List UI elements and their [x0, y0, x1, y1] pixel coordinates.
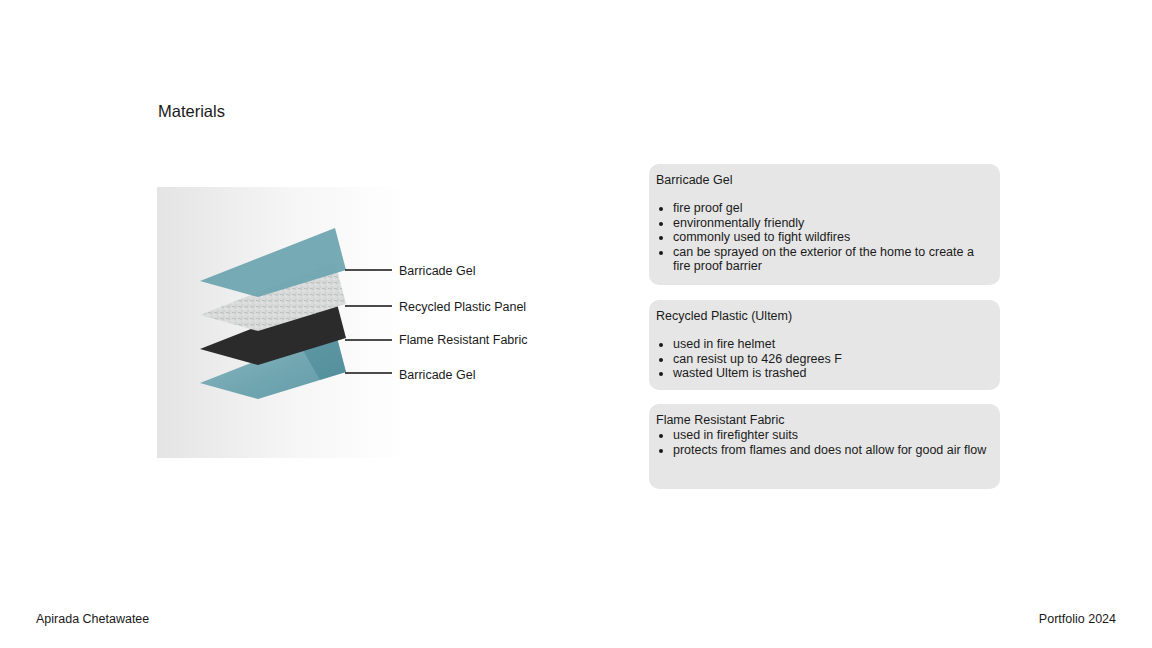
material-layers — [200, 228, 346, 399]
bullet-item: protects from flames and does not allow … — [673, 443, 992, 458]
bullet-text: environmentally friendly — [673, 216, 804, 230]
layer-label: Flame Resistant Fabric — [399, 333, 528, 348]
bullet-list: used in firefighter suitsprotects from f… — [656, 428, 992, 457]
box-heading: Barricade Gel — [656, 173, 992, 188]
bullet-text: used in fire helmet — [673, 337, 775, 351]
page-title: Materials — [158, 101, 225, 121]
bullet-text: can resist up to 426 degrees F — [673, 352, 842, 366]
bullet-item: wasted Ultem is trashed — [673, 366, 992, 381]
info-box: Recycled Plastic (Ultem) used in fire hel… — [649, 300, 1000, 390]
bullet-text: can be sprayed on the exterior of the ho… — [673, 245, 974, 274]
bullet-text: fire proof gel — [673, 201, 742, 215]
info-box: Flame Resistant Fabricused in firefighte… — [649, 404, 1000, 489]
bullet-item: can resist up to 426 degrees F — [673, 352, 992, 367]
bullet-list: used in fire helmetcan resist up to 426 … — [656, 337, 992, 381]
illustration-ground — [157, 187, 407, 458]
layer-label: Barricade Gel — [399, 264, 475, 279]
leader-line — [345, 269, 392, 271]
leader-line — [345, 372, 392, 374]
info-box: Barricade Gel fire proof gelenvironmental… — [649, 164, 1000, 285]
bullet-text: protects from flames and does not allow … — [673, 443, 986, 457]
box-heading: Recycled Plastic (Ultem) — [656, 309, 992, 324]
bullet-item: environmentally friendly — [673, 216, 992, 231]
author-name: Apirada Chetawatee — [36, 612, 149, 627]
bullet-text: wasted Ultem is trashed — [673, 366, 806, 380]
bullet-item: commonly used to fight wildfires — [673, 230, 992, 245]
gel-layer — [200, 228, 346, 297]
bullet-text: commonly used to fight wildfires — [673, 230, 850, 244]
bullet-item: can be sprayed on the exterior of the ho… — [673, 245, 992, 274]
layer-label: Barricade Gel — [399, 368, 475, 383]
footer-note: Portfolio 2024 — [1039, 612, 1116, 627]
bullet-text: used in firefighter suits — [673, 428, 798, 442]
leader-lines — [345, 270, 392, 373]
bullet-list: fire proof gelenvironmentally friendlyco… — [656, 201, 992, 274]
bullet-item: fire proof gel — [673, 201, 992, 216]
leader-line — [345, 305, 392, 307]
leader-line — [345, 339, 392, 341]
bullet-item: used in firefighter suits — [673, 428, 992, 443]
bullet-item: used in fire helmet — [673, 337, 992, 352]
layer-label: Recycled Plastic Panel — [399, 300, 526, 315]
box-heading: Flame Resistant Fabric — [656, 413, 992, 428]
